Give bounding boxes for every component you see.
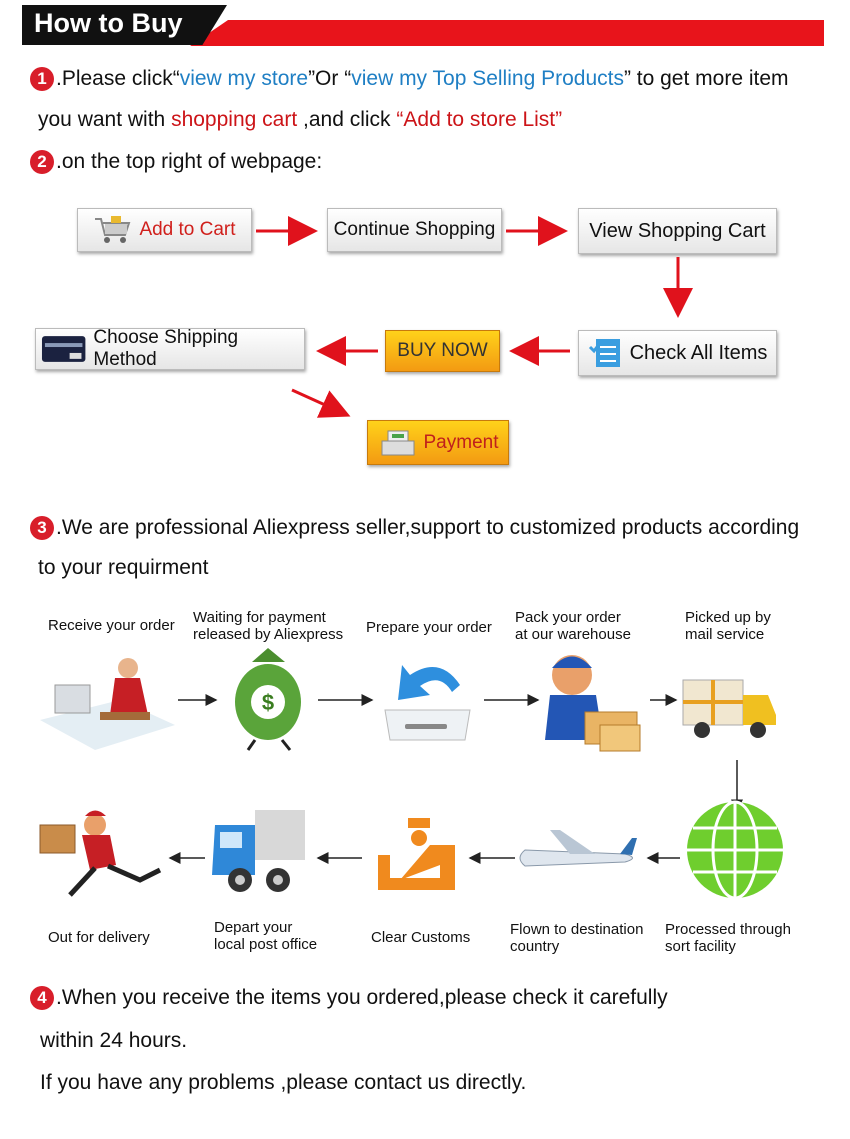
step3-line2: to your requirment [38,556,209,579]
header-black-banner [22,5,227,45]
cash-register-icon [381,430,414,455]
payment-button[interactable]: Payment [367,420,509,465]
customs-officer-icon [378,818,455,890]
shopping-cart-text: shopping cart [171,108,298,131]
credit-card-icon [41,336,86,362]
checklist-icon [588,339,620,367]
header-red-banner [190,20,824,46]
step1-line2: you want with shopping cart ,and click “… [38,108,563,131]
step3-line1: 3.We are professional Aliexpress seller,… [30,516,799,541]
step4-line1: 4.When you receive the items you ordered… [30,986,668,1011]
step4-badge: 4 [30,986,54,1011]
buy-now-button[interactable]: BUY NOW [385,330,500,372]
step1-badge: 1 [30,67,54,92]
money-bag-icon: $ [235,648,301,751]
view-my-store-link[interactable]: view my store [179,67,309,90]
label-receive: Receive your order [48,617,175,634]
warehouse-worker-icon [545,655,641,752]
svg-text:$: $ [262,690,274,715]
step4-line2: within 24 hours. [40,1029,188,1052]
page-title: How to Buy [34,8,183,38]
view-shopping-cart-button[interactable]: View Shopping Cart [578,208,777,254]
cart-icon [95,216,131,243]
add-to-cart-button[interactable]: Add to Cart [77,208,252,252]
running-courier-icon [39,810,162,897]
step2-badge: 2 [30,150,54,175]
label-out: Out for delivery [48,929,150,946]
text-clip-mask [824,60,850,100]
choose-shipping-button[interactable]: Choose Shipping Method [35,327,305,370]
add-to-store-list-text: “Add to store List” [396,108,563,131]
step2-line: 2.on the top right of webpage: [30,150,322,175]
check-all-items-button[interactable]: Check All Items [578,330,777,376]
label-customs: Clear Customs [371,929,471,946]
label-prepare: Prepare your order [366,619,492,636]
step4-line3: If you have any problems ,please contact… [40,1071,527,1094]
arrow-diagonal [291,388,351,418]
purchase-flow-arrows [256,216,693,418]
top-selling-link[interactable]: view my Top Selling Products [351,67,624,90]
post-truck-icon [212,810,305,892]
globe-icon [687,800,783,900]
step1-line1: 1.Please click“view my store”Or “view my… [30,67,789,92]
person-computer-icon [40,658,175,750]
step3-badge: 3 [30,516,54,541]
delivery-truck-icon [682,679,776,738]
shipping-flow-illustrations: $ [39,648,783,900]
airplane-icon [519,830,637,867]
continue-shopping-button[interactable]: Continue Shopping [327,208,502,252]
prepare-order-icon [384,665,471,741]
